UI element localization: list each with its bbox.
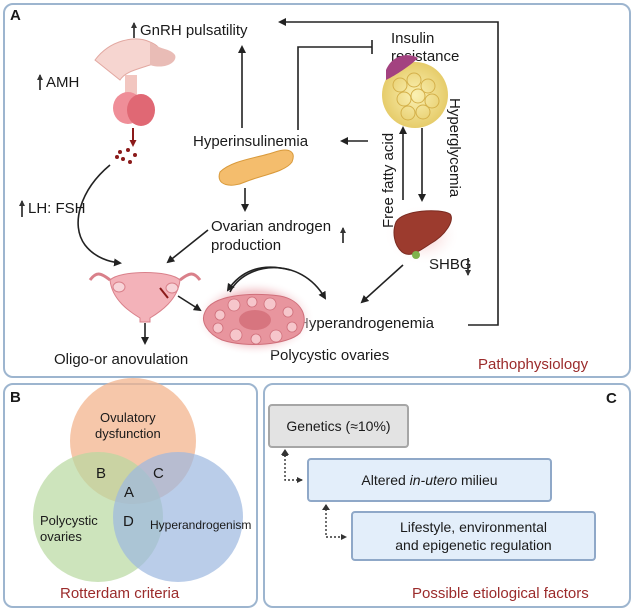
panel-a-letter: A <box>10 7 21 24</box>
panel-c-letter: C <box>606 390 617 407</box>
free-fatty-acid-label: Free fatty acid <box>380 132 397 228</box>
lh-fsh-label: LH: FSH <box>28 200 86 217</box>
pathophysiology-label: Pathophysiology <box>478 356 589 373</box>
in-utero-box: Altered in-utero milieu <box>307 458 552 502</box>
hyperandrogenism-label: Hyperandrogenism <box>150 518 252 532</box>
oligo-anovulation-label: Oligo-or anovulation <box>54 351 189 368</box>
venn-region-b: B <box>96 465 107 482</box>
ovulatory-label-1: Ovulatory <box>100 410 156 425</box>
ovarian-androgen-label: Ovarian androgen <box>211 218 332 235</box>
etiological-factors-label: Possible etiological factors <box>412 585 589 602</box>
venn-region-d: D <box>123 513 134 530</box>
gnrh-pulsatility-label: GnRH pulsatility <box>140 22 248 39</box>
genetics-box: Genetics (≈10%) <box>268 404 409 448</box>
genetics-text: Genetics (≈10%) <box>286 418 391 434</box>
venn-region-a: A <box>124 484 135 501</box>
insulin-label: Insulin <box>391 30 435 47</box>
polycystic-ovaries-label: Polycystic ovaries <box>270 347 390 364</box>
lifestyle-text-2: and epigenetic regulation <box>395 537 552 553</box>
lifestyle-text-1: Lifestyle, environmental <box>399 519 548 535</box>
in-utero-text: Altered in-utero milieu <box>361 472 498 488</box>
panel-b-letter: B <box>10 389 21 406</box>
hyperglycemia-label: Hyperglycemia <box>446 98 463 198</box>
lifestyle-box: Lifestyle, environmental and epigenetic … <box>351 511 596 561</box>
amh-label: AMH <box>46 74 80 91</box>
polycystic-label-2: ovaries <box>40 529 82 544</box>
resistance-label: resistance <box>391 48 460 65</box>
ovulatory-label-2: dysfunction <box>95 426 161 441</box>
hyperandrogenemia-label: Hyperandrogenemia <box>298 315 434 332</box>
production-label: production <box>211 237 282 254</box>
venn-region-c: C <box>153 465 164 482</box>
shbg-label: SHBG <box>429 256 472 273</box>
polycystic-label-1: Polycystic <box>40 513 98 528</box>
rotterdam-criteria-label: Rotterdam criteria <box>60 585 180 602</box>
hyperinsulinemia-label: Hyperinsulinemia <box>193 133 309 150</box>
